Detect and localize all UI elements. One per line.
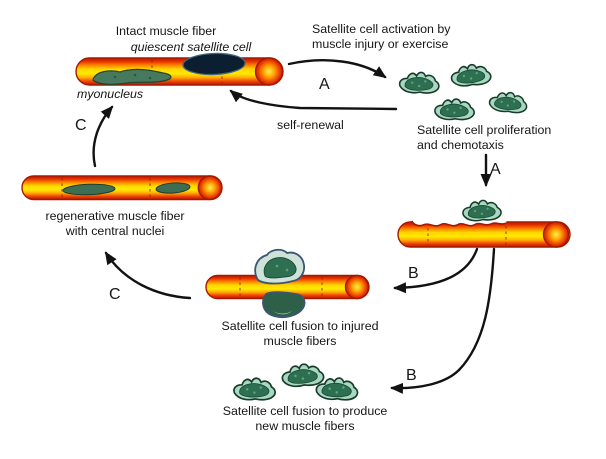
central-nucleus [62,183,116,196]
satellite-cell [398,70,441,95]
fusion-injured-label: Satellite cell fusion to injured muscle … [221,319,379,348]
new-fiber-cell-group [232,362,360,402]
satellite-cell [487,89,529,116]
step-letter-c-regeneration: C [109,286,121,303]
intact-muscle-fiber [75,52,284,86]
satellite-cell-cluster [398,62,529,122]
step-letter-c-maturation: C [75,117,87,134]
myonucleus-label: myonucleus [77,87,144,101]
arrow-a-activation [287,59,387,79]
satellite-cell [232,376,277,402]
central-nucleus [155,182,191,194]
arrow-b-fusion-injured [393,247,479,294]
myonucleus-blob [92,68,172,85]
quiescent-satellite-cell-shape [182,52,246,76]
intact-fiber-label: Intact muscle fiber [115,24,217,38]
step-letter-a-activation: A [319,76,330,93]
step-letter-b-fusion-injured: B [408,265,419,282]
satellite-cell [433,97,476,122]
satellite-cell [280,362,325,388]
arrow-self-renewal [229,89,398,111]
step-letter-b-fusion-new: B [406,367,417,384]
arrow-c-regeneration [104,251,192,300]
fusion-new-label: Satellite cell fusion to produce new mus… [222,404,388,433]
migrating-satellite-cell [461,198,503,222]
activation-label: Satellite cell activation by muscle inju… [312,22,451,51]
arrow-c-maturation [92,105,114,168]
self-renewal-label: self-renewal [277,118,344,132]
proliferation-label: Satellite cell proliferation and chemota… [417,123,552,152]
fusing-satellite-cell [254,248,306,319]
regenerative-muscle-fiber [21,175,223,201]
regenerative-fiber-label: regenerative muscle fiber with central n… [45,209,185,238]
satellite-cell [449,62,493,88]
injured-muscle-fiber [397,216,571,248]
arrow-b-fusion-new [390,247,496,394]
fusion-muscle-fiber [205,248,370,319]
step-letter-a-proliferation: A [490,161,501,178]
quiescent-cell-label: quiescent satellite cell [130,40,252,54]
